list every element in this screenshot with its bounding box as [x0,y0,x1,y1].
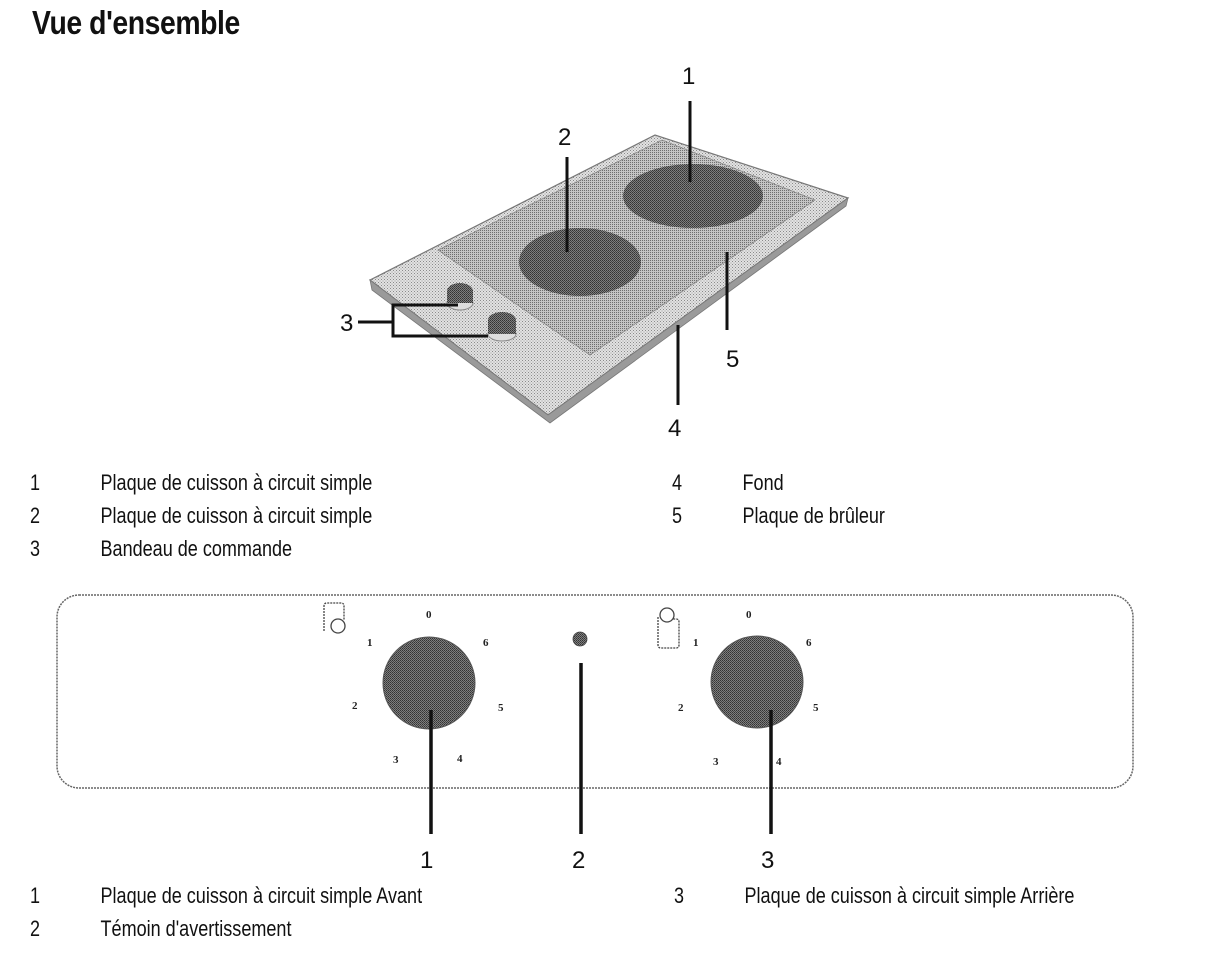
legend-text: Plaque de cuisson à circuit simple Avant [100,883,423,908]
knob-front[interactable] [382,636,476,730]
page-title: Vue d'ensemble [32,4,240,41]
dial-rear-1: 1 [693,637,699,649]
callout-3: 3 [340,310,353,337]
hob-knob-front [487,312,517,342]
knob-rear-scale: 0 1 2 3 4 5 6 [678,609,819,768]
dial-front-6: 6 [483,637,489,649]
dial-front-3: 3 [393,754,399,766]
callout-5: 5 [726,346,739,373]
dial-front-1: 1 [367,637,373,649]
dial-rear-4: 4 [776,756,782,768]
dial-rear-3: 3 [713,756,719,768]
dial-rear-0: 0 [746,609,752,621]
legend-number: 2 [30,503,41,528]
legend-text: Bandeau de commande [100,536,293,561]
hob-illustration: 1 2 3 4 5 [340,63,850,442]
panel-callout-3: 3 [761,847,774,874]
dial-rear-6: 6 [806,637,812,649]
legend-text: Plaque de cuisson à circuit simple [100,503,373,528]
legend-number: 3 [674,883,685,908]
panel-callout-1: 1 [420,847,433,874]
legend-number: 5 [672,503,683,528]
dial-rear-5: 5 [813,702,819,714]
knob-rear[interactable] [710,635,804,729]
legend-number: 4 [672,470,683,495]
panel-callout-2: 2 [572,847,585,874]
control-panel-outline [56,594,1134,789]
dial-rear-2: 2 [678,702,684,714]
legend-number: 1 [30,470,41,495]
cooking-zone-front [519,228,641,296]
warning-light [572,631,588,647]
legend-number: 3 [30,536,41,561]
front-zone-icon [323,602,346,634]
legend-text: Plaque de brûleur [742,503,885,528]
knob-front-scale: 0 1 2 3 4 5 6 [352,609,504,766]
control-panel: 0 1 2 3 4 5 6 0 1 2 3 4 5 6 [56,594,1134,874]
dial-front-0: 0 [426,609,432,621]
dial-front-4: 4 [457,753,463,765]
callout-bracket-3b [391,305,488,338]
callout-1: 1 [682,63,695,90]
legend-text: Plaque de cuisson à circuit simple [100,470,373,495]
legend-number: 1 [30,883,41,908]
dial-front-5: 5 [498,702,504,714]
cooking-zone-rear [623,164,763,228]
dial-front-2: 2 [352,700,358,712]
legend-text: Fond [742,470,784,495]
legend-number: 2 [30,916,41,941]
hob-bottom-edge [369,197,849,424]
legend-text: Plaque de cuisson à circuit simple Arriè… [744,883,1075,908]
legend-text: Témoin d'avertissement [100,916,292,941]
callout-4: 4 [668,415,681,442]
rear-zone-icon [657,607,680,649]
callout-2: 2 [558,124,571,151]
